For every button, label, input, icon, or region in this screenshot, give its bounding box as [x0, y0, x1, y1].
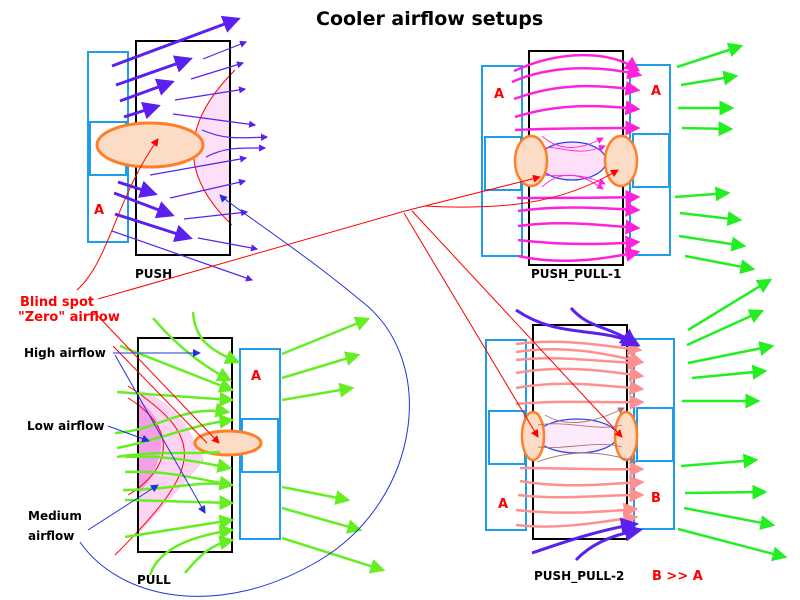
pp2-turbulent-arrows: [536, 407, 637, 464]
push-panel: A PUSH: [87, 15, 269, 282]
fan-label: A: [251, 369, 261, 384]
panel-label: PULL: [137, 573, 171, 587]
fan-hub-box-right: [632, 133, 670, 188]
medium-airflow-label-sub: airflow: [28, 529, 74, 543]
blind-spot-ellipse-right: [613, 410, 639, 462]
fan-ratio-note: B >> A: [652, 569, 703, 584]
low-airflow-label: Low airflow: [27, 419, 105, 433]
fan-label-right: B: [651, 491, 661, 506]
high-airflow-label: High airflow: [24, 346, 106, 360]
blind-spot-ellipse: [95, 121, 205, 169]
fan-label-left: A: [498, 497, 508, 512]
panel-label: PUSH: [135, 267, 172, 281]
panel-label: PUSH_PULL-1: [531, 267, 621, 282]
pp2-airflow-arrows: [515, 340, 645, 528]
blind-spot-ellipse-left: [520, 410, 546, 462]
push-airflow-arrows: [111, 15, 269, 282]
blind-spot-pointers: [76, 138, 623, 444]
low-airflow-zone: [193, 72, 234, 225]
pull-panel: A PULL: [114, 311, 386, 587]
blind-spot-ellipse-right: [603, 134, 639, 188]
pp2-exhaust-arrows: [677, 278, 788, 562]
blind-spot-ellipse: [193, 429, 263, 457]
low-boundary-curve: [127, 397, 164, 496]
fan-label-left: A: [494, 87, 504, 102]
fan-label: A: [94, 203, 104, 218]
fan-hub-box-left: [488, 410, 526, 465]
diagram-title: Cooler airflow setups: [316, 8, 543, 30]
blind-spot-label-sub: "Zero" airflow: [18, 310, 120, 325]
pp1-airflow-arrows: [511, 53, 643, 263]
medium-airflow-label: Medium: [28, 509, 82, 523]
blind-spot-ellipse-left: [513, 134, 549, 188]
pp1-exhaust-arrows: [674, 42, 756, 275]
fan-label-right: A: [651, 84, 661, 99]
airflow-pointers: [79, 194, 410, 597]
fan-hub-box-right: [636, 407, 674, 462]
push-pull-1-panel: A A PUSH_PULL-1: [481, 42, 756, 282]
pp2-leak-arrows: [515, 307, 643, 562]
panel-label: PUSH_PULL-2: [534, 569, 624, 584]
blind-spot-label: Blind spot: [20, 295, 94, 310]
push-pull-2-panel: A B PUSH_PULL-2 B >> A: [485, 278, 788, 584]
